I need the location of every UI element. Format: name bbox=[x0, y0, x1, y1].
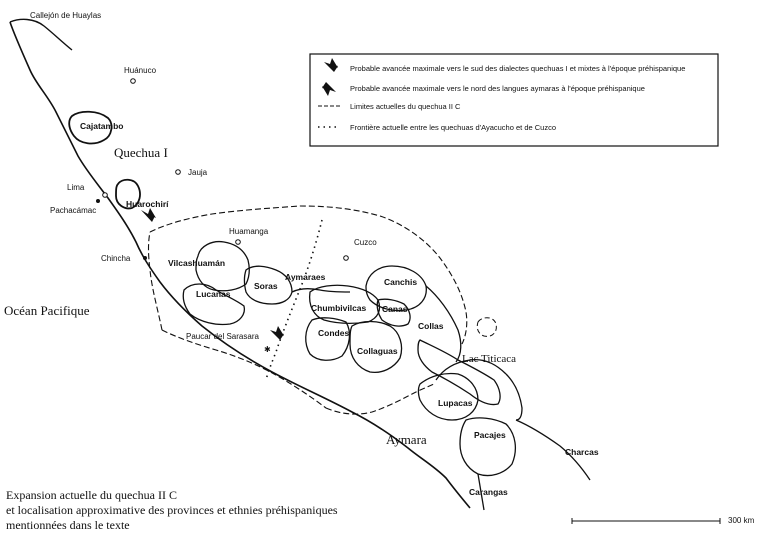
place-lima: Lima bbox=[67, 183, 85, 192]
region-lake: Lac Titicaca bbox=[462, 353, 516, 365]
prov-canchis: Canchis bbox=[384, 277, 417, 287]
scale-label: 300 km bbox=[728, 516, 755, 525]
quechua-iic-limit bbox=[147, 205, 468, 415]
legend: Probable avancée maximale vers le sud de… bbox=[309, 53, 719, 147]
prov-collaguas: Collaguas bbox=[357, 346, 398, 356]
asterisk: ✱ bbox=[264, 345, 271, 354]
prov-aymaraes: Aymaraes bbox=[285, 272, 326, 282]
province-outlines bbox=[182, 240, 591, 511]
place-paucar: Paucar del Sarasara bbox=[186, 332, 259, 341]
prov-chumbivilcas: Chumbivilcas bbox=[311, 303, 367, 313]
prov-vilcashuaman: Vilcashuamán bbox=[168, 258, 225, 268]
prov-lucanas: Lucanas bbox=[196, 289, 231, 299]
place-markers bbox=[102, 78, 349, 261]
legend-arrow-north-icon bbox=[322, 82, 336, 96]
prov-canas: Canas bbox=[382, 304, 408, 314]
lake-enclave bbox=[476, 317, 497, 337]
cajatambo-enclave bbox=[68, 110, 113, 145]
prov-charcas: Charcas bbox=[565, 447, 599, 457]
legend-item-1: Probable avancée maximale vers le sud de… bbox=[350, 64, 685, 73]
prov-collas: Collas bbox=[418, 321, 444, 331]
coastline bbox=[9, 21, 471, 509]
prov-carangas: Carangas bbox=[469, 487, 508, 497]
caption-line-1: Expansion actuelle du quechua II C bbox=[6, 488, 177, 502]
region-aymara: Aymara bbox=[386, 432, 427, 447]
place-jauja: Jauja bbox=[188, 168, 208, 177]
place-huarochiri: Huarochirí bbox=[126, 199, 169, 209]
legend-item-2: Probable avancée maximale vers le nord d… bbox=[350, 84, 645, 93]
legend-item-4: Frontière actuelle entre les quechuas d'… bbox=[350, 123, 556, 132]
legend-item-3: Limites actuelles du quechua II C bbox=[350, 102, 461, 111]
prov-lupacas: Lupacas bbox=[438, 398, 473, 408]
caption-line-3: mentionnées dans le texte bbox=[6, 518, 130, 532]
region-quechua1: Quechua I bbox=[114, 145, 168, 160]
aymara-advance-arrow-icon bbox=[270, 326, 284, 340]
legend-arrow-south-icon bbox=[324, 58, 338, 72]
lake-titicaca bbox=[417, 339, 501, 406]
place-huanuco: Huánuco bbox=[124, 66, 157, 75]
place-callejon: Callejón de Huaylas bbox=[30, 11, 101, 20]
place-pachacamac: Pachacámac bbox=[50, 206, 96, 215]
prov-condes: Condes bbox=[318, 328, 349, 338]
place-chincha: Chincha bbox=[101, 254, 131, 263]
region-ocean: Océan Pacifique bbox=[4, 303, 90, 318]
ayacucho-cuzco-boundary bbox=[265, 219, 323, 381]
northern-line bbox=[9, 18, 73, 51]
caption-line-2: et localisation approximative des provin… bbox=[6, 503, 338, 517]
huarochiri-enclave bbox=[115, 178, 141, 210]
place-cuzco: Cuzco bbox=[354, 238, 377, 247]
coast-dots bbox=[96, 199, 147, 260]
place-huamanga: Huamanga bbox=[229, 227, 269, 236]
place-cajatambo: Cajatambo bbox=[80, 121, 123, 131]
map-caption: Expansion actuelle du quechua II C et lo… bbox=[6, 488, 338, 533]
quechua-advance-arrow-icon bbox=[141, 208, 156, 222]
scale-bar bbox=[571, 518, 721, 524]
prov-pacajes: Pacajes bbox=[474, 430, 506, 440]
prov-soras: Soras bbox=[254, 281, 278, 291]
